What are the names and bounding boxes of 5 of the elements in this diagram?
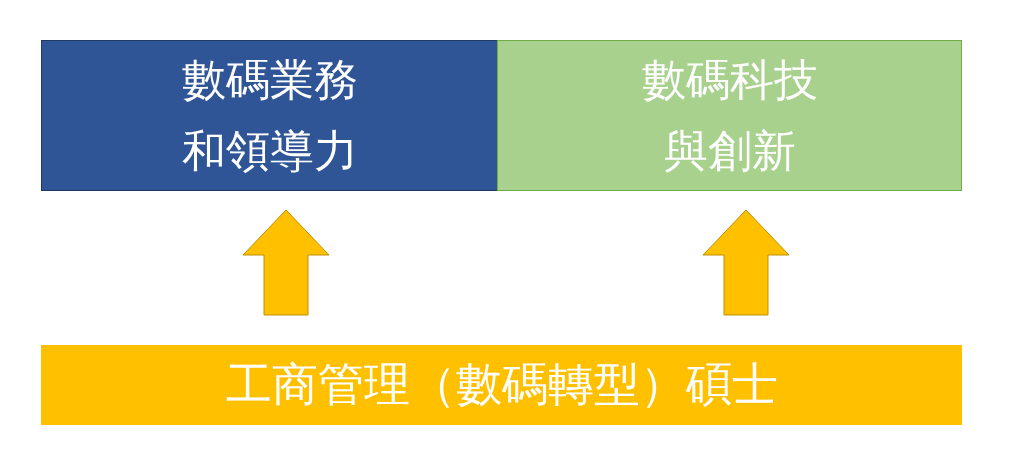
block-arrow	[702, 209, 790, 316]
topic-box: 數碼業務和領導力	[41, 40, 498, 191]
block-arrow	[242, 209, 330, 316]
title-band: 工商管理（數碼轉型）碩士	[41, 345, 962, 425]
topic-box: 數碼科技與創新	[497, 40, 962, 191]
